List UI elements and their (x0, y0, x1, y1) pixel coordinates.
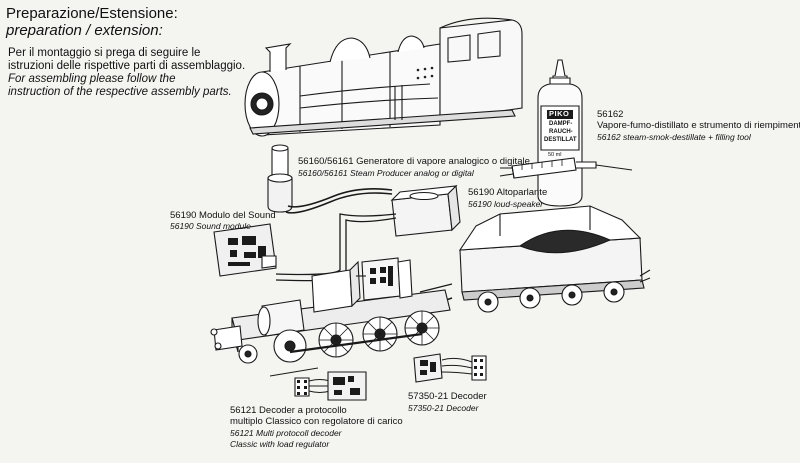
title-english: preparation / extension: (6, 22, 163, 39)
intro-english-line1: For assembling please follow the (8, 73, 176, 85)
decoder-label-italian: 57350-21 Decoder (408, 391, 487, 402)
bottle-label-line1: DAMPF- (549, 121, 573, 127)
smoke-fluid-bottle (538, 60, 582, 206)
smoke-fluid-code: 56162 (597, 109, 624, 120)
multi-decoder-label-italian-line1: 56121 Decoder a protocollo (230, 405, 347, 416)
bottle-label-line2: RAUCH- (549, 129, 573, 135)
decoder-part (414, 354, 486, 382)
intro-italian-line2: istruzioni delle rispettive parti di ass… (8, 60, 246, 72)
speaker-part (276, 186, 460, 281)
bottle-brand: PIKO (549, 109, 570, 118)
bottle-label-line3: DESTILLAT (544, 137, 577, 143)
sound-module-label-english: 56190 Sound module (170, 221, 251, 231)
steam-generator-label-italian: 56160/56161 Generatore di vapore analogi… (298, 156, 530, 167)
decoder-label-english: 57350-21 Decoder (408, 403, 479, 413)
smoke-fluid-label-italian: Vapore-fumo-distillato e strumento di ri… (597, 120, 800, 131)
sound-module-label-italian: 56190 Modulo del Sound (170, 210, 276, 221)
locomotive-chassis (211, 258, 450, 376)
steam-generator-label-english: 56160/56161 Steam Producer analog or dig… (298, 168, 474, 178)
smoke-fluid-label-english: 56162 steam-smok-destillate + filling to… (597, 132, 751, 142)
speaker-label-italian: 56190 Altoparlante (468, 187, 548, 198)
title-italian: Preparazione/Estensione: (6, 5, 178, 22)
speaker-label-english: 56190 loud-speaker (468, 199, 544, 209)
multi-decoder-label-italian-line2: multiplo Classico con regolatore di cari… (230, 416, 403, 427)
steam-generator-part (268, 145, 392, 213)
multi-decoder-part (295, 372, 366, 400)
intro-english-line2: instruction of the respective assembly p… (8, 86, 232, 98)
tender (420, 206, 650, 312)
multi-decoder-label-english-line1: 56121 Multi protocoll decoder (230, 428, 342, 438)
locomotive-body (245, 18, 522, 136)
intro-italian-line1: Per il montaggio si prega di seguire le (8, 47, 201, 59)
sound-module-part (214, 224, 276, 276)
bottle-volume: 50 ml (548, 152, 562, 158)
filling-syringe (500, 158, 632, 178)
multi-decoder-label-english-line2: Classic with load regulator (230, 439, 330, 449)
